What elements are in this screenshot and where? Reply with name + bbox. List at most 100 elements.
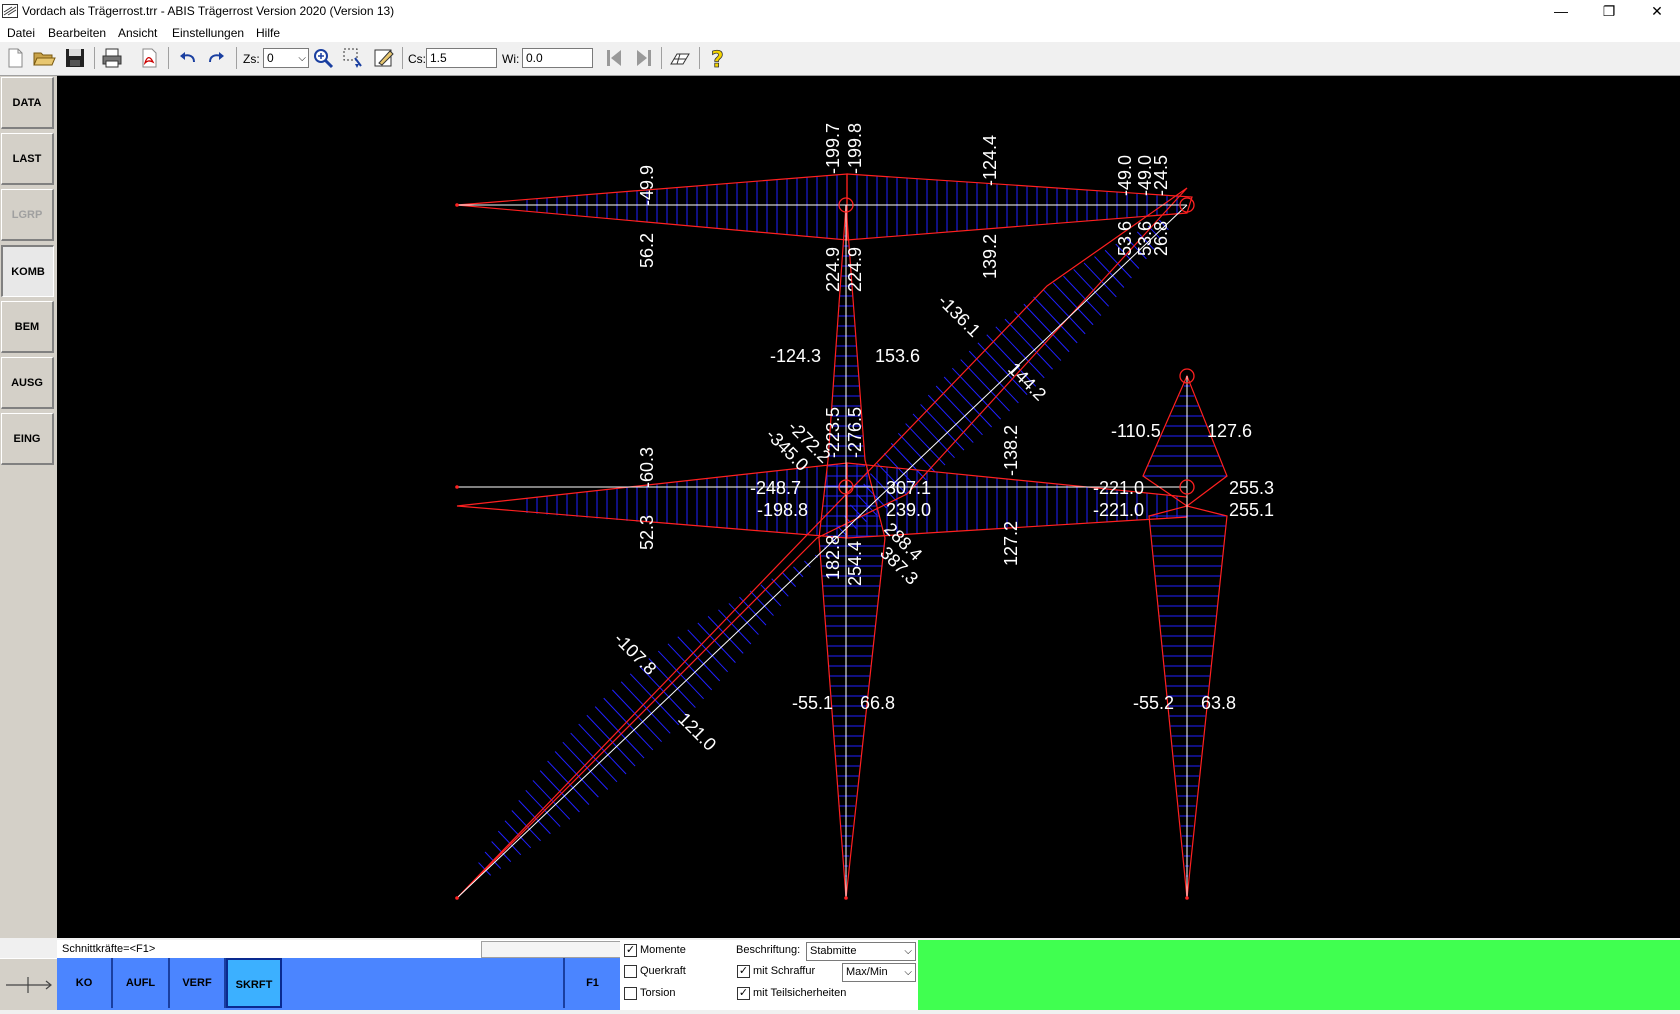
diagram-label: -223.5 xyxy=(823,407,843,458)
maxmin-select[interactable]: Max/Min ⌵ xyxy=(842,963,916,982)
f1-button[interactable]: F1 xyxy=(563,958,620,1008)
hatch-line xyxy=(697,622,736,663)
save-icon[interactable] xyxy=(63,46,87,70)
zoom-icon[interactable] xyxy=(311,46,335,70)
next-icon[interactable] xyxy=(632,46,656,70)
help-icon[interactable]: ? xyxy=(706,46,730,74)
menu-datei[interactable]: Datei xyxy=(7,26,36,40)
close-button[interactable]: ✕ xyxy=(1651,3,1663,19)
diagram-label: -198.8 xyxy=(757,500,808,520)
sidebar-item-eing[interactable]: EING xyxy=(1,413,54,465)
menu-bar: Datei Bearbeiten Ansicht Einstellungen H… xyxy=(0,23,1680,42)
diagram-label: 56.2 xyxy=(637,233,657,268)
moment-diagram[interactable]: -49.9 56.2 -199.7 -199.8 224.9 224.9 -12… xyxy=(57,76,1680,938)
schraffur-checkbox[interactable]: ✓ xyxy=(737,965,750,978)
momente-checkbox[interactable]: ✓ xyxy=(624,944,637,957)
wi-input[interactable] xyxy=(522,48,593,68)
end-points xyxy=(455,203,1189,900)
diagram-label: 224.9 xyxy=(845,247,865,292)
diagram-label: -49.0 xyxy=(1135,155,1155,196)
teilsicherheiten-checkbox[interactable]: ✓ xyxy=(737,987,750,1000)
menu-bearbeiten[interactable]: Bearbeiten xyxy=(48,26,107,40)
zs-select[interactable]: 0 ⌵ xyxy=(263,48,309,68)
print-icon[interactable] xyxy=(100,46,124,70)
pdf-icon[interactable] xyxy=(137,46,161,70)
node-marker xyxy=(1179,197,1195,213)
diagram-label: -107.8 xyxy=(610,629,660,679)
new-file-icon[interactable] xyxy=(3,46,27,70)
hatch-line xyxy=(1043,289,1086,335)
zoom-window-icon[interactable] xyxy=(341,46,365,70)
sidebar-item-komb[interactable]: KOMB xyxy=(1,245,54,297)
menu-einstellungen[interactable]: Einstellungen xyxy=(172,26,245,40)
redo-icon[interactable] xyxy=(205,46,229,70)
hatch-line xyxy=(594,706,645,759)
node-marker xyxy=(1179,368,1195,384)
undo-icon[interactable] xyxy=(175,46,199,70)
node-marker xyxy=(1179,479,1195,495)
edit-icon[interactable] xyxy=(372,46,396,70)
hatch-line xyxy=(1004,318,1053,370)
open-folder-icon[interactable] xyxy=(32,46,56,70)
perspective-icon[interactable] xyxy=(668,46,692,70)
diagram-label: -110.5 xyxy=(1111,421,1161,441)
diagram-label: 144.2 xyxy=(1004,359,1050,405)
hatch-line xyxy=(986,334,1037,387)
cs-input[interactable] xyxy=(426,48,497,68)
crosshair-tool[interactable] xyxy=(0,958,57,1010)
sidebar-item-last[interactable]: LAST xyxy=(1,133,54,185)
restore-button[interactable]: ❐ xyxy=(1602,3,1616,19)
diagram-label: 239.0 xyxy=(886,500,931,520)
maxmin-value: Max/Min xyxy=(846,966,888,978)
shape-diagonal xyxy=(456,187,1188,899)
diagram-label: 153.6 xyxy=(875,346,920,366)
hatch-line xyxy=(912,413,955,459)
hatch-line xyxy=(728,603,759,635)
beschriftung-value: Stabmitte xyxy=(810,945,857,957)
hatch-line xyxy=(883,452,917,488)
minimize-button[interactable]: — xyxy=(1554,3,1568,19)
diagram-label: -60.3 xyxy=(637,447,657,488)
menu-hilfe[interactable]: Hilfe xyxy=(256,26,281,40)
diagram-label: -248.7 xyxy=(750,478,801,498)
sidebar-item-bem[interactable]: BEM xyxy=(1,301,54,353)
cs-label: Cs: xyxy=(408,52,426,66)
support-markers xyxy=(838,197,1195,495)
diagram-label: -138.2 xyxy=(1001,425,1021,476)
diagram-label: -221.0 xyxy=(1093,500,1144,520)
hatch-line xyxy=(1158,219,1169,231)
hatch-line xyxy=(707,616,744,654)
zs-label: Zs: xyxy=(243,52,260,66)
verf-button[interactable]: VERF xyxy=(170,958,226,1008)
hatch-line xyxy=(1013,311,1062,361)
node-marker xyxy=(838,479,854,495)
skrft-button[interactable]: SKRFT xyxy=(226,958,282,1008)
member-axes xyxy=(456,204,1188,899)
sidebar-item-data[interactable]: DATA xyxy=(1,77,54,129)
menu-ansicht[interactable]: Ansicht xyxy=(118,26,158,40)
hatch-line xyxy=(578,723,627,775)
hatch-line xyxy=(739,596,767,626)
torsion-checkbox[interactable] xyxy=(624,987,637,1000)
crosshair-icon xyxy=(6,977,52,993)
drawing-canvas[interactable]: -49.9 56.2 -199.7 -199.8 224.9 224.9 -12… xyxy=(57,76,1680,938)
hatch-line xyxy=(968,350,1019,404)
help-glyph: ? xyxy=(711,48,724,70)
diagram-label: 66.8 xyxy=(860,693,895,713)
sidebar-item-ausg[interactable]: AUSG xyxy=(1,357,54,409)
hatch-line xyxy=(687,629,728,673)
hatch-line xyxy=(620,681,671,734)
previous-icon[interactable] xyxy=(602,46,626,70)
hatch-line xyxy=(995,326,1045,379)
aufl-button[interactable]: AUFL xyxy=(113,958,170,1008)
hatch-line xyxy=(677,636,721,682)
chevron-down-icon: ⌵ xyxy=(298,53,306,64)
hatch-line xyxy=(977,342,1028,396)
hatch-line xyxy=(1073,269,1110,307)
beschriftung-select[interactable]: Stabmitte ⌵ xyxy=(806,942,916,961)
ko-button[interactable]: KO xyxy=(57,958,113,1008)
hatch-line xyxy=(897,432,936,473)
querkraft-checkbox[interactable] xyxy=(624,965,637,978)
hatch-line xyxy=(612,689,662,743)
sidebar-item-lgrp[interactable]: LGRP xyxy=(1,189,54,241)
